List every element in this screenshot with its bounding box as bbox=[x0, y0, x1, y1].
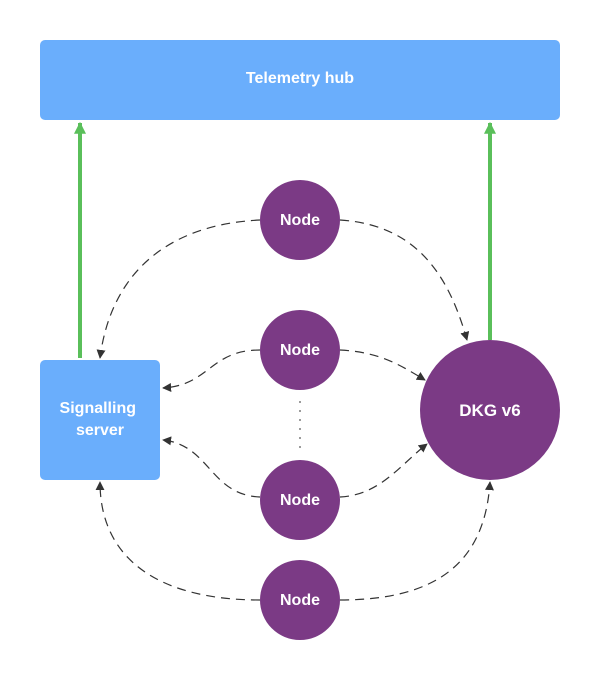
node4-to-signalling-edge bbox=[95, 481, 261, 601]
ellipsis-dots bbox=[299, 401, 301, 448]
node1-to-dkg-edge bbox=[339, 219, 470, 341]
signalling-server-label-line1: Signalling bbox=[60, 400, 136, 417]
node-label: Node bbox=[280, 492, 320, 509]
signalling-server-label: Signalling server bbox=[60, 400, 141, 439]
node2-to-dkg-edge bbox=[339, 349, 426, 381]
node3-to-dkg-edge bbox=[339, 443, 428, 498]
node-circle bbox=[260, 310, 340, 390]
dkg-circle bbox=[420, 340, 560, 480]
connections bbox=[95, 219, 494, 601]
node3-to-signalling-edge bbox=[162, 436, 261, 498]
node-label: Node bbox=[280, 212, 320, 229]
node1-to-signalling-edge bbox=[96, 219, 261, 359]
dkg-node: DKG v6 bbox=[420, 340, 560, 480]
node2-to-signalling-edge bbox=[162, 349, 261, 392]
node-3: Node bbox=[260, 460, 340, 540]
node-2: Node bbox=[260, 310, 340, 390]
node-4: Node bbox=[260, 560, 340, 640]
signalling-server: Signalling server bbox=[40, 360, 160, 480]
node-label: Node bbox=[280, 592, 320, 609]
telemetry-hub-box bbox=[40, 40, 560, 120]
node-circle bbox=[260, 560, 340, 640]
telemetry-hub: Telemetry hub bbox=[40, 40, 560, 120]
node-label: Node bbox=[280, 342, 320, 359]
telemetry-hub-label: Telemetry hub bbox=[246, 70, 354, 87]
node4-to-dkg-edge bbox=[339, 481, 494, 601]
node-1: Node bbox=[260, 180, 340, 260]
dkg-label: DKG v6 bbox=[459, 401, 520, 420]
node-circle bbox=[260, 180, 340, 260]
signalling-server-label-line2: server bbox=[76, 422, 124, 439]
node-circle bbox=[260, 460, 340, 540]
signalling-server-box bbox=[40, 360, 160, 480]
